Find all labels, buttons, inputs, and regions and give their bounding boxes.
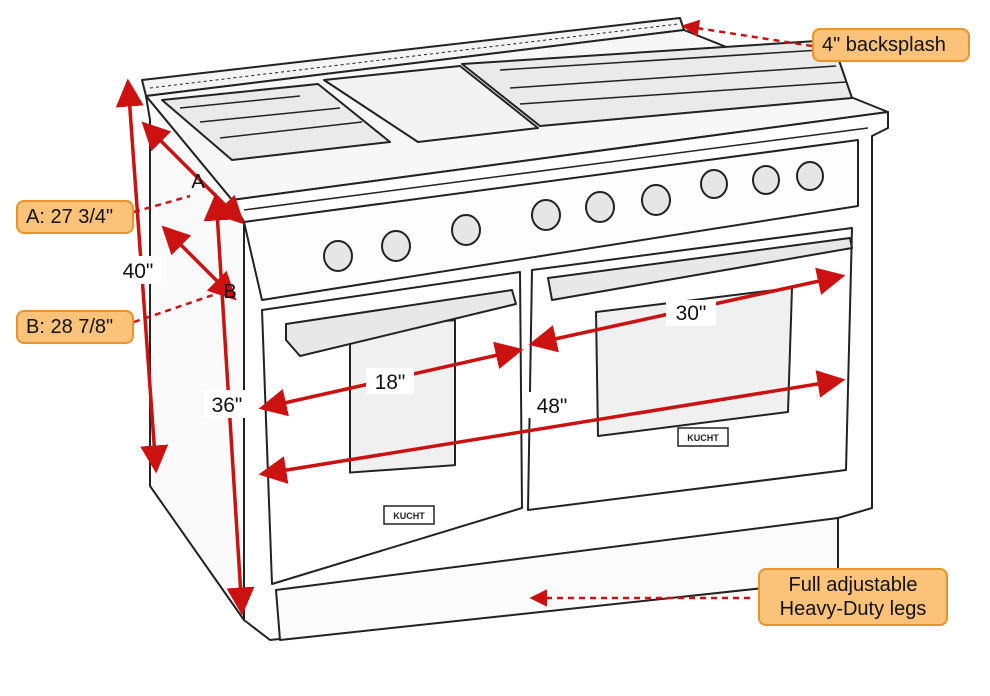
arrow-depth-a [141,121,245,225]
knob [381,230,411,262]
knob [752,165,780,195]
leader-depth-a [133,194,191,214]
knob [796,161,824,191]
callout-depth-a: A: 27 3/4" [16,200,134,234]
callout-legs-line1: Full adjustable [788,574,918,596]
arrow-width-total [258,370,846,484]
knob [585,191,615,223]
small-oven-handle [285,289,517,357]
control-knobs [323,161,824,272]
range-sketch [141,17,889,641]
callout-legs-line2: Heavy-Duty legs [779,598,927,620]
brand-badge-right: KUCHT [687,433,719,443]
label-height-total: 40" [123,260,154,283]
label-small-oven: 18" [375,371,406,394]
knob [451,214,481,246]
leader-depth-b [133,292,217,324]
right-grates [461,39,853,127]
arrow-depth-b [161,225,237,301]
knob [531,199,561,231]
knob [641,184,671,216]
label-large-oven: 30" [676,302,707,325]
brand-badge-left: KUCHT [393,511,425,521]
leader-lines [133,19,813,607]
callout-depth-b: B: 28 7/8" [16,310,134,344]
label-width-total: 48" [537,395,568,418]
label-height-body: 36" [212,394,243,417]
callout-backsplash: 4" backsplash [812,28,970,62]
knob [700,169,728,199]
marker-a: A [191,171,205,193]
knob [323,240,353,272]
callout-legs: Full adjustable Heavy-Duty legs [758,568,948,626]
griddle [323,65,539,143]
marker-b: B [223,281,236,303]
